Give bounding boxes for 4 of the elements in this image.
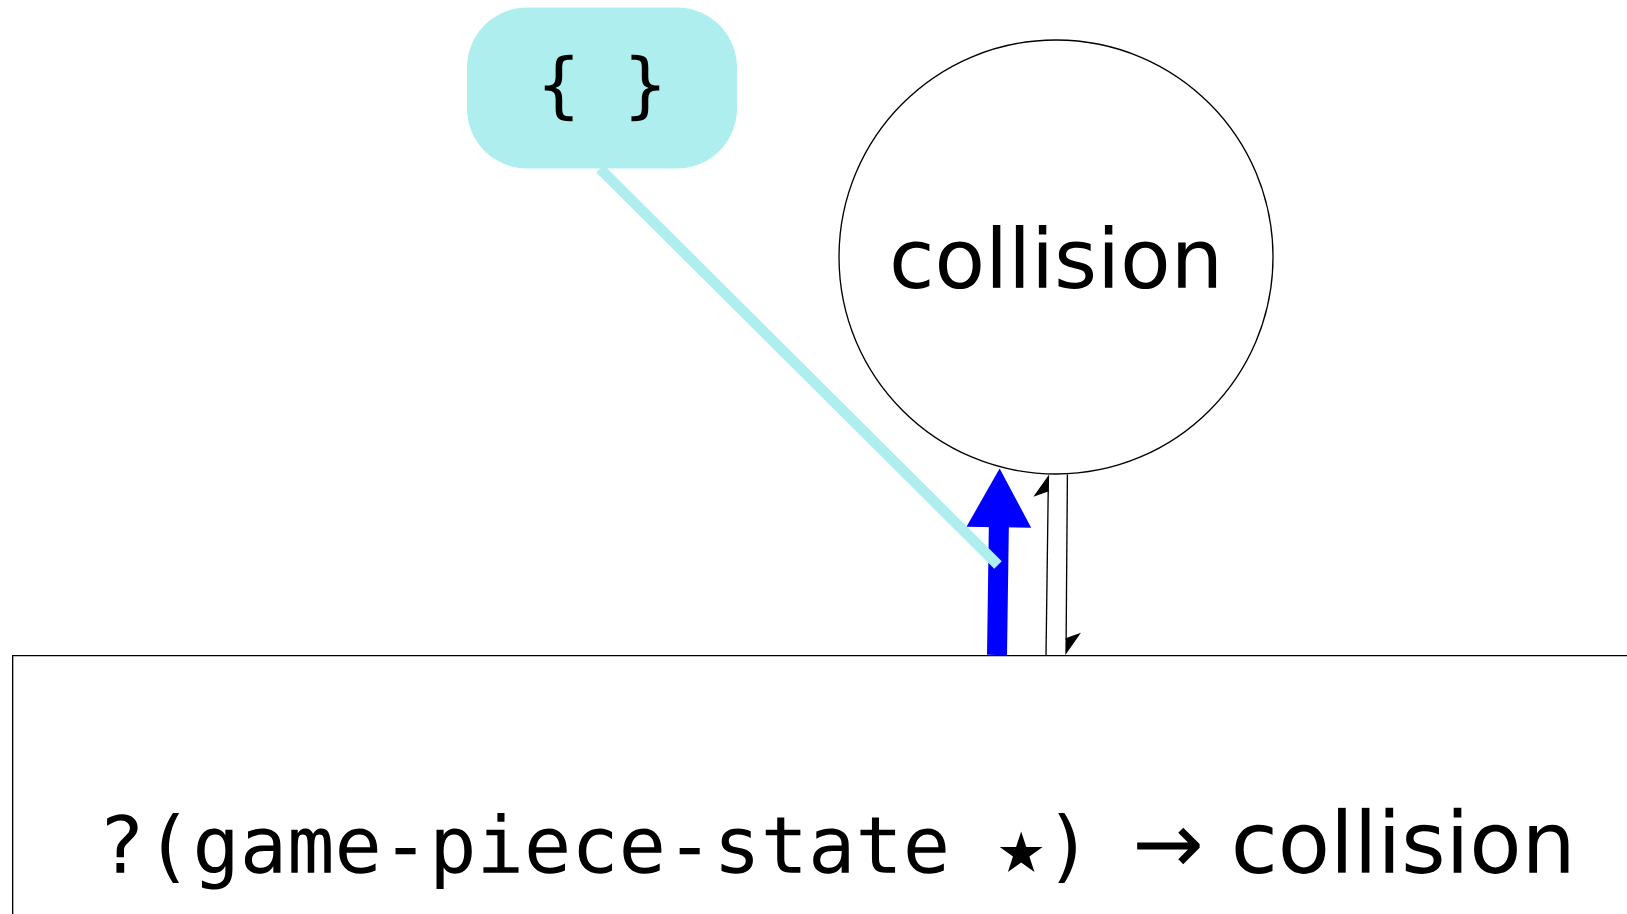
speech-bubble: { } <box>467 7 737 169</box>
signature-box: ?(game-piece-state ★) → collision <box>12 655 1627 914</box>
leader-line <box>596 165 1002 569</box>
circle-node: collision <box>838 39 1274 475</box>
